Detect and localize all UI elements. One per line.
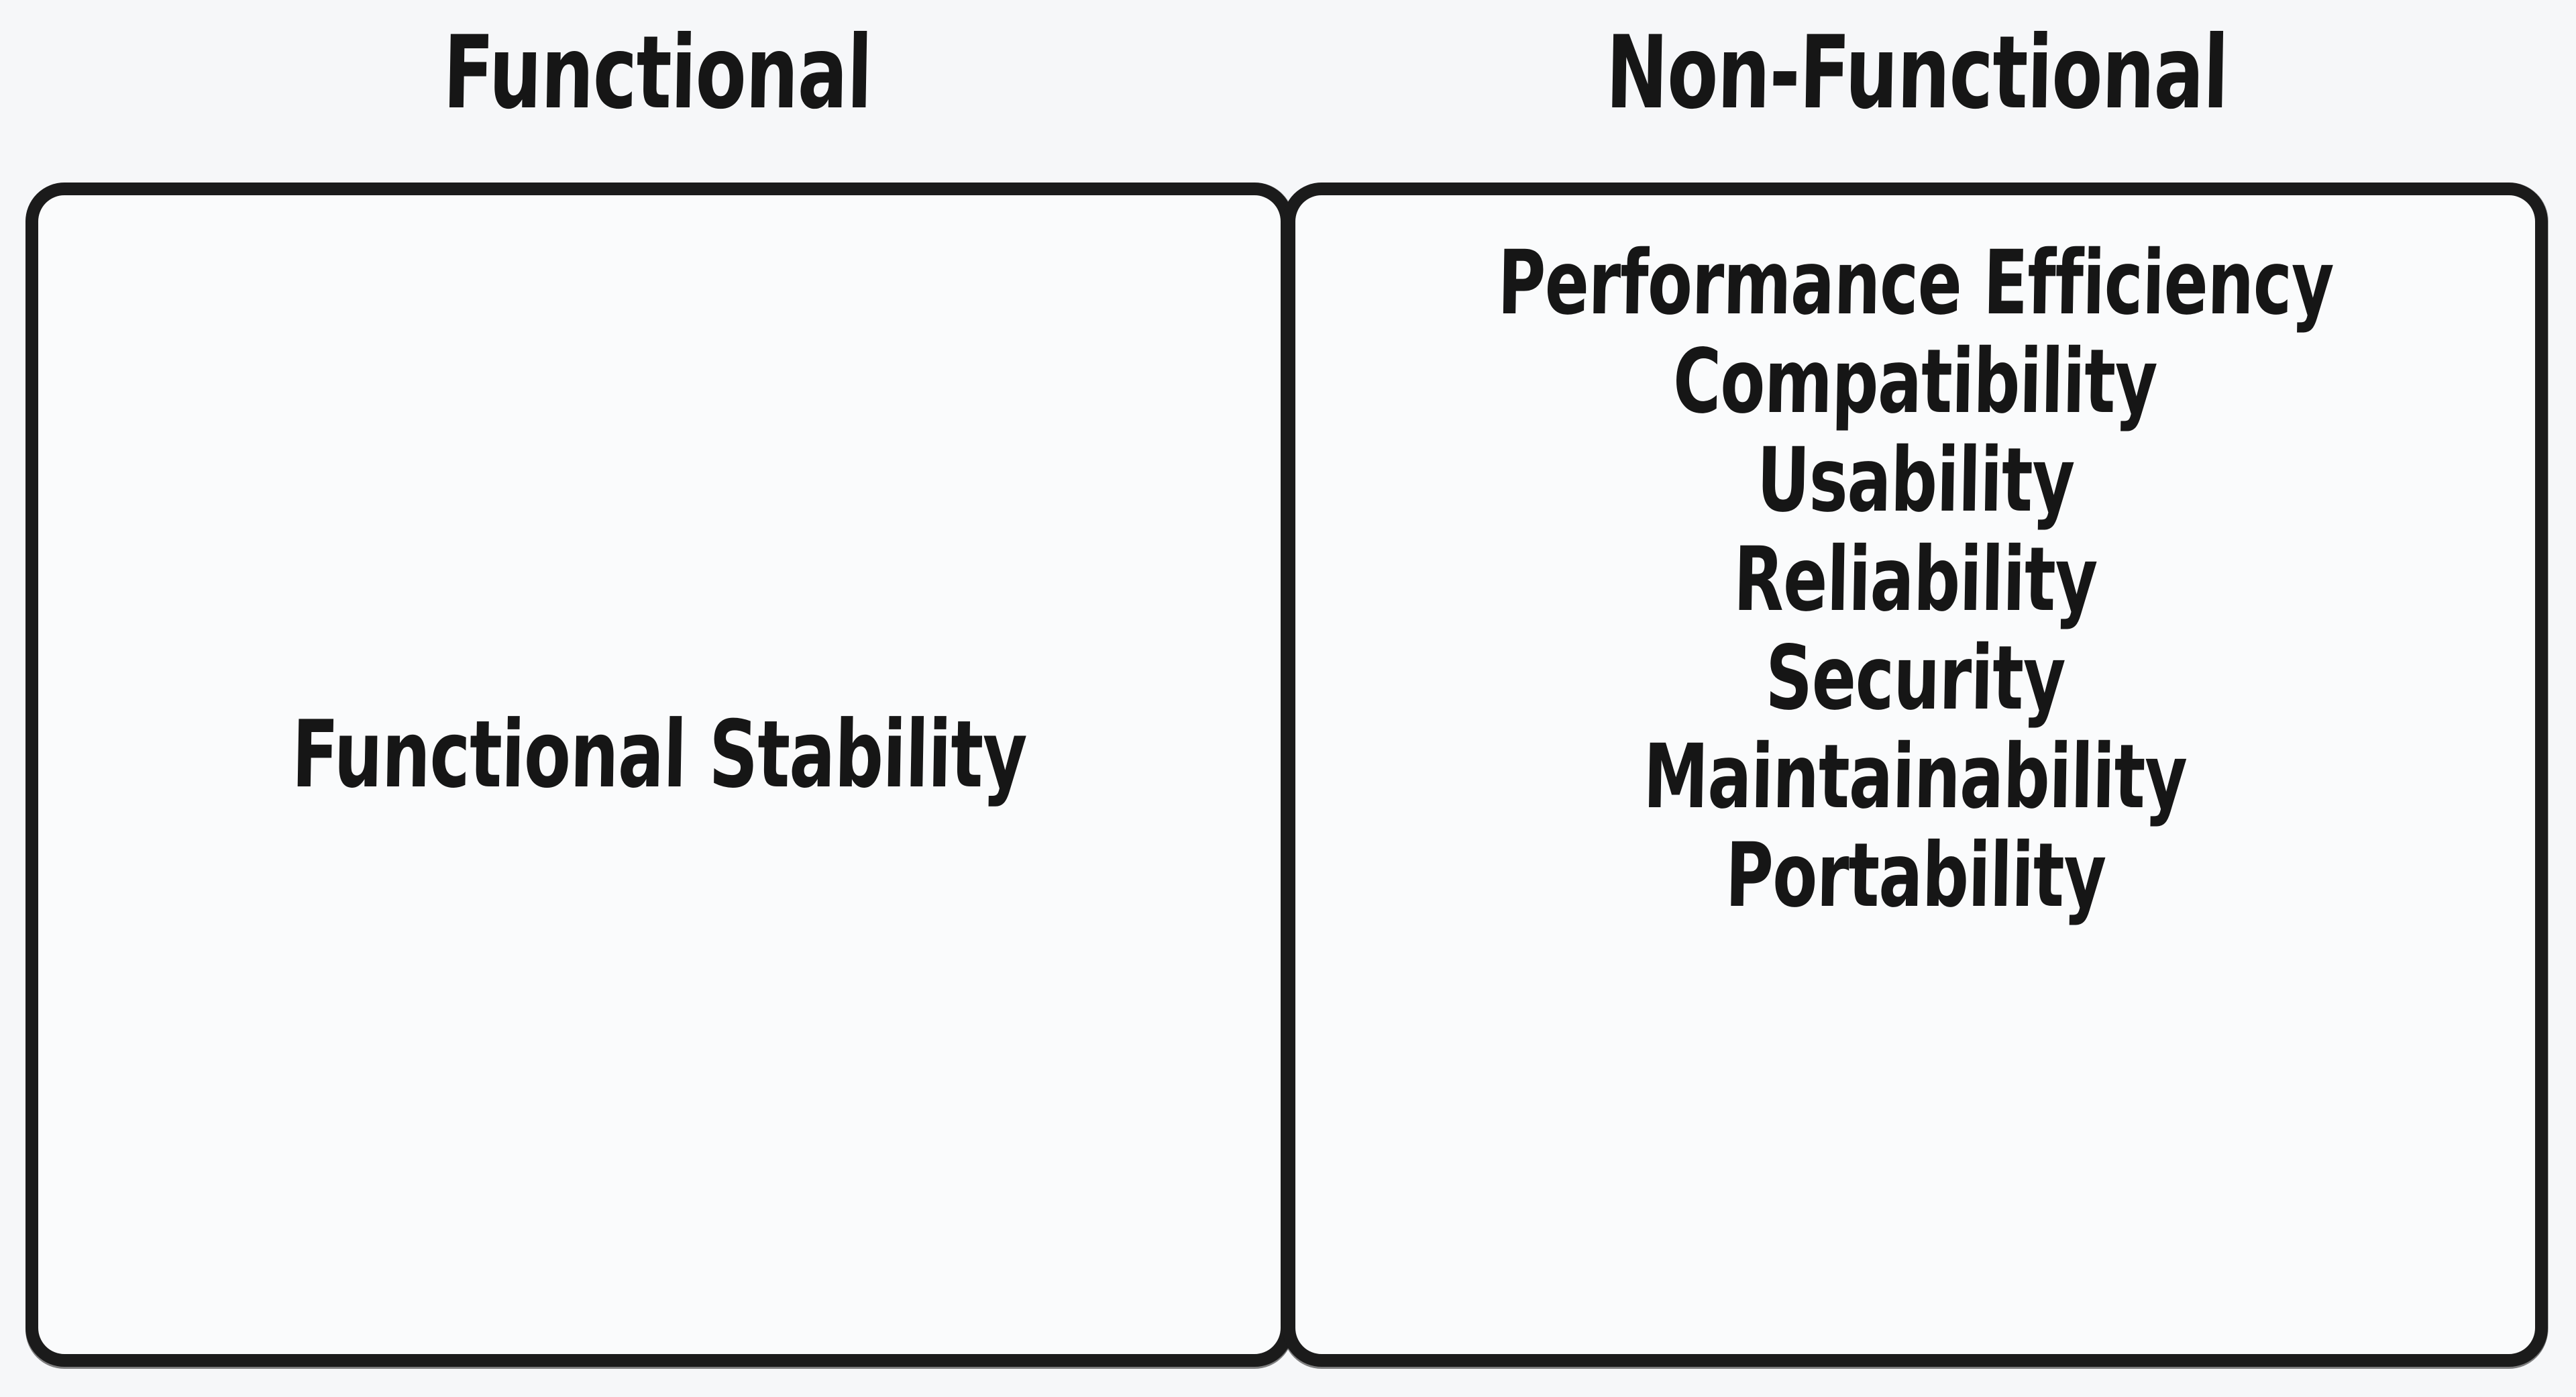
- list-item[interactable]: Functional Stability: [291, 700, 1028, 809]
- column-title-non-functional: Non-Functional: [1400, 9, 2434, 137]
- list-item[interactable]: Maintainability: [1642, 725, 2188, 829]
- column-title-functional-label: Functional: [442, 15, 873, 132]
- list-item[interactable]: Usability: [1756, 429, 2075, 533]
- non-functional-box[interactable]: Performance Efficiency Compatibility Usa…: [1283, 183, 2548, 1367]
- column-title-functional: Functional: [140, 9, 1176, 137]
- list-item[interactable]: Portability: [1724, 824, 2106, 928]
- functional-item-list: Functional Stability: [38, 195, 1281, 1354]
- list-item[interactable]: Compatibility: [1672, 330, 2158, 434]
- list-item[interactable]: Reliability: [1733, 527, 2098, 631]
- list-item[interactable]: Performance Efficiency: [1497, 231, 2334, 335]
- non-functional-item-list: Performance Efficiency Compatibility Usa…: [1295, 231, 2535, 928]
- column-title-non-functional-label: Non-Functional: [1605, 15, 2229, 132]
- list-item[interactable]: Security: [1764, 626, 2066, 730]
- functional-box[interactable]: Functional Stability: [25, 183, 1293, 1367]
